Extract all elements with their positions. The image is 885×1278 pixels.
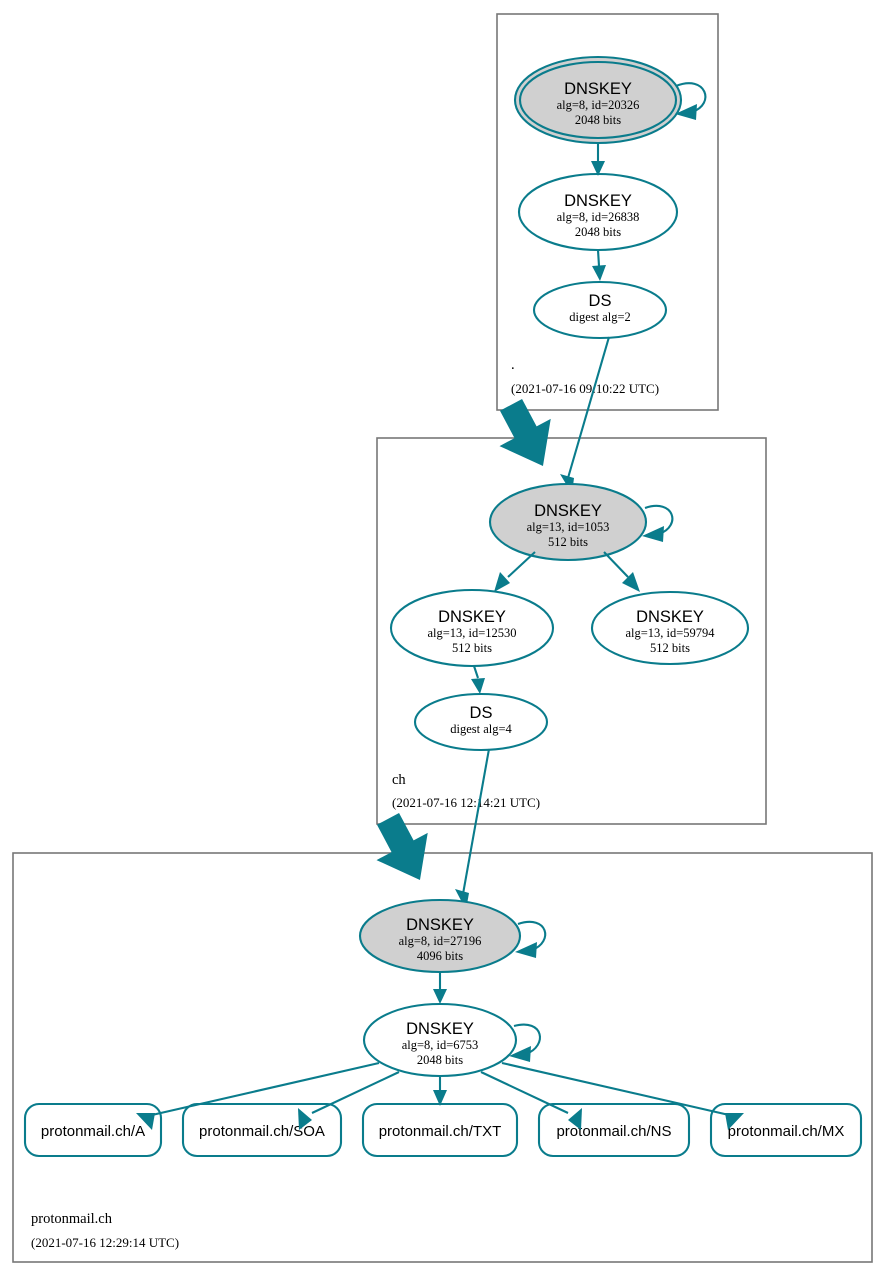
zone-label-root: .	[511, 357, 515, 373]
edge-pm-zsk-self-sign	[509, 1023, 541, 1062]
rrset-a-box	[23, 1102, 163, 1158]
zone-label-protonmail: protonmail.ch	[31, 1211, 113, 1227]
node-pm-zsk[interactable]: DNSKEY alg=8, id=6753 2048 bits	[362, 1002, 518, 1078]
node-root-ds-title: DS	[589, 292, 612, 310]
node-ch-zsk-2-title: DNSKEY	[636, 608, 704, 626]
edge-ch-zsk-1-to-ch-ds	[471, 665, 485, 694]
node-ch-ds-title: DS	[470, 704, 493, 722]
rrset-mx-label: protonmail.ch/MX	[728, 1123, 845, 1140]
edge-pm-zsk-to-rrset-a	[136, 1061, 380, 1130]
edge-ch-ksk-self-sign	[642, 505, 674, 542]
node-ch-zsk-2-ellipse	[590, 590, 750, 666]
rrset-txt-label: protonmail.ch/TXT	[379, 1123, 502, 1140]
edge-pm-zsk-to-rrset-ns	[480, 1071, 582, 1130]
edge-pm-zsk-to-rrset-soa	[298, 1071, 400, 1130]
node-ch-zsk-1-line3: 512 bits	[452, 641, 492, 655]
edge-root-ksk-to-root-zsk	[591, 143, 605, 176]
rrset-soa-label: protonmail.ch/SOA	[199, 1123, 325, 1140]
delegation-block-arrow-root-to-ch	[499, 398, 551, 467]
rrset-ns-label: protonmail.ch/NS	[556, 1123, 671, 1140]
node-root-ksk-line3: 2048 bits	[575, 113, 621, 127]
node-root-zsk-line3: 2048 bits	[575, 225, 621, 239]
node-root-zsk[interactable]: DNSKEY alg=8, id=26838 2048 bits	[517, 172, 679, 252]
node-ch-zsk-1-ellipse	[389, 588, 555, 668]
rrset-txt[interactable]: protonmail.ch/TXT	[361, 1102, 519, 1158]
edge-pm-ksk-self-sign	[515, 921, 547, 958]
node-ch-ksk-line2: alg=13, id=1053	[527, 520, 610, 534]
node-ch-ds-line2: digest alg=4	[450, 722, 512, 736]
edge-pm-ksk-to-pm-zsk	[433, 972, 447, 1004]
edge-pm-zsk-to-rrset-mx	[501, 1061, 744, 1130]
node-ch-zsk-1-line2: alg=13, id=12530	[427, 626, 516, 640]
node-pm-ksk[interactable]: DNSKEY alg=8, id=27196 4096 bits	[358, 898, 522, 974]
node-ch-ksk-title: DNSKEY	[534, 502, 602, 520]
node-ch-zsk-2-line2: alg=13, id=59794	[625, 626, 715, 640]
edge-ch-ksk-to-ch-zsk-2	[603, 551, 640, 592]
node-root-zsk-line2: alg=8, id=26838	[557, 210, 640, 224]
rrset-soa[interactable]: protonmail.ch/SOA	[181, 1102, 343, 1158]
edge-pm-zsk-to-rrset-txt	[433, 1076, 447, 1106]
node-ch-ksk-line3: 512 bits	[548, 535, 588, 549]
node-ch-zsk-1[interactable]: DNSKEY alg=13, id=12530 512 bits	[389, 588, 555, 668]
node-ch-ksk[interactable]: DNSKEY alg=13, id=1053 512 bits	[488, 482, 648, 562]
node-root-ksk-title: DNSKEY	[564, 80, 632, 98]
rrset-a[interactable]: protonmail.ch/A	[23, 1102, 163, 1158]
node-ch-ksk-ellipse	[488, 482, 648, 562]
node-ch-ds[interactable]: DS digest alg=4	[413, 692, 549, 752]
edge-root-ksk-self-sign	[675, 82, 707, 120]
node-pm-zsk-line3: 2048 bits	[417, 1053, 463, 1067]
delegation-block-arrow-ch-to-protonmail	[376, 812, 428, 881]
node-root-ksk[interactable]: DNSKEY alg=8, id=20326 2048 bits	[513, 55, 683, 145]
zone-label-ch: ch	[392, 772, 406, 788]
node-ch-zsk-1-title: DNSKEY	[438, 608, 506, 626]
rrset-a-label: protonmail.ch/A	[41, 1123, 145, 1140]
node-pm-zsk-line2: alg=8, id=6753	[402, 1038, 479, 1052]
zone-timestamp-protonmail: (2021-07-16 12:29:14 UTC)	[31, 1235, 179, 1250]
node-ch-ds-ellipse	[413, 692, 549, 752]
rrset-mx-box	[709, 1102, 863, 1158]
rrset-mx[interactable]: protonmail.ch/MX	[709, 1102, 863, 1158]
node-root-ksk-inner-ellipse	[518, 60, 678, 140]
node-pm-ksk-title: DNSKEY	[406, 916, 474, 934]
node-pm-ksk-line2: alg=8, id=27196	[399, 934, 482, 948]
zone-timestamp-root: (2021-07-16 09:10:22 UTC)	[511, 381, 659, 396]
node-root-zsk-title: DNSKEY	[564, 192, 632, 210]
edge-ch-ksk-to-ch-zsk-1	[494, 551, 536, 592]
node-root-ds[interactable]: DS digest alg=2	[532, 280, 668, 340]
edge-root-zsk-to-root-ds	[592, 249, 606, 281]
node-ch-zsk-2-line3: 512 bits	[650, 641, 690, 655]
node-pm-ksk-line3: 4096 bits	[417, 949, 463, 963]
zone-timestamp-ch: (2021-07-16 12:14:21 UTC)	[392, 795, 540, 810]
node-ch-zsk-2[interactable]: DNSKEY alg=13, id=59794 512 bits	[590, 590, 750, 666]
node-root-ksk-line2: alg=8, id=20326	[557, 98, 640, 112]
node-root-ds-ellipse	[532, 280, 668, 340]
node-root-ds-line2: digest alg=2	[569, 310, 631, 324]
node-pm-zsk-title: DNSKEY	[406, 1020, 474, 1038]
rrset-ns[interactable]: protonmail.ch/NS	[537, 1102, 691, 1158]
